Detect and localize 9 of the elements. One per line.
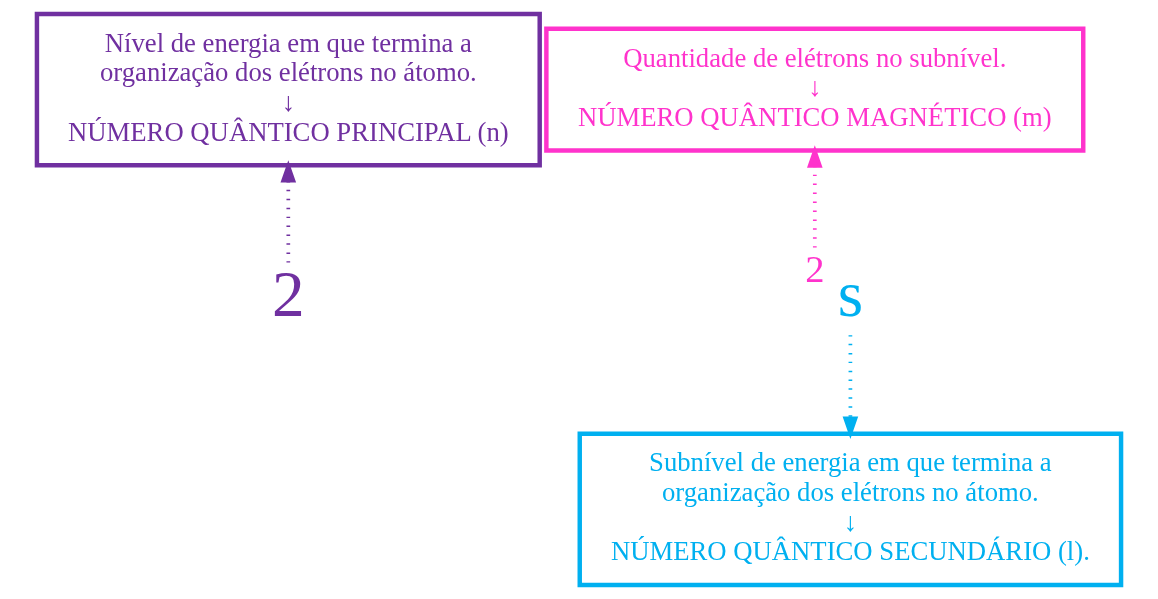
node-text: 2 — [805, 248, 825, 291]
arrow — [807, 145, 823, 251]
node-box: Subnível de energia em que termina a organização dos elétrons no átomo. ↓ NÚMERO QUÂNTICO SECUNDÁRIO (l). — [577, 431, 1124, 588]
arrow — [280, 160, 297, 264]
node-box: Nível de energia em que termina a organização dos elétrons no átomo. ↓ NÚMERO QUÂNTICO PRINCIPAL (n) — [34, 11, 542, 168]
node-box: Quantidade de elétrons no subnível. ↓ NÚMERO QUÂNTICO MAGNÉTICO (m) — [544, 26, 1086, 153]
node-text: 2 — [272, 258, 305, 331]
node-text: s — [837, 258, 864, 331]
arrow — [842, 335, 859, 439]
